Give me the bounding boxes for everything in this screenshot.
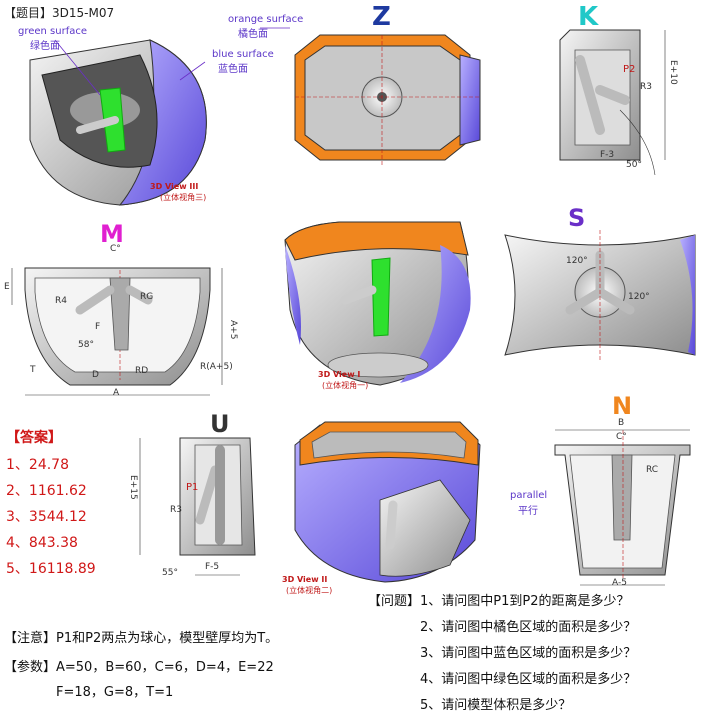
green-surface-label: green surface: [18, 26, 88, 37]
dim-deg50: 50°: [626, 160, 642, 170]
dim-rg: RG: [140, 292, 154, 302]
params-line2: F=18，G=8，T=1: [56, 685, 174, 700]
dim-t: T: [30, 365, 36, 375]
dim-f: F: [95, 322, 101, 332]
question-3: 3、请问图中蓝色区域的面积是多少？: [420, 646, 637, 661]
answer-1: 1、24.78: [6, 457, 69, 473]
p2-label: P2: [623, 64, 636, 75]
view2-drawing: [294, 421, 481, 583]
orange-surface-label-cn: 橘色面: [238, 29, 268, 40]
dim-deg120a: 120°: [566, 256, 588, 266]
dim-a5-n: A-5: [612, 578, 627, 588]
dim-rc: RC: [646, 465, 659, 475]
dim-e: E: [4, 282, 10, 292]
dim-ra5: R(A+5): [200, 362, 233, 372]
view1-drawing: [284, 221, 471, 386]
u-view-drawing: [139, 437, 256, 576]
m-view-title: M: [100, 220, 124, 248]
z-view-drawing: [294, 34, 481, 165]
dim-e10: E+10: [668, 60, 678, 85]
view1-label: 3D View I: [318, 370, 361, 379]
green-surface-label-cn: 绿色面: [30, 41, 60, 52]
view3-label-cn: (立体视角三): [160, 193, 207, 202]
dim-r4: R4: [55, 296, 67, 306]
dim-deg55: 55°: [162, 568, 178, 578]
question-2: 2、请问图中橘色区域的面积是多少？: [420, 620, 637, 635]
dim-r3-u: R3: [170, 505, 182, 515]
z-view-title: Z: [372, 2, 391, 32]
k-view-drawing: [559, 29, 666, 176]
dim-rd: RD: [135, 366, 149, 376]
dim-d: D: [92, 370, 99, 380]
view1-label-cn: (立体视角一): [322, 381, 369, 390]
dim-b: B: [618, 418, 625, 428]
dim-e15: E+15: [128, 475, 138, 500]
blue-surface-label-cn: 蓝色面: [218, 64, 248, 75]
view2-label: 3D View II: [282, 575, 328, 584]
question-4: 4、请问图中绿色区域的面积是多少？: [420, 672, 637, 687]
dim-c-m: C°: [110, 244, 121, 254]
blue-surface-label: blue surface: [212, 49, 274, 60]
dim-f5: F-5: [205, 562, 220, 572]
answer-4: 4、843.38: [6, 535, 78, 551]
question-5: 5、请问模型体积是多少？: [420, 698, 572, 713]
note-text: 【注意】P1和P2两点为球心，模型壁厚均为T。: [4, 631, 279, 646]
question-1: 1、请问图中P1到P2的距离是多少？: [420, 594, 630, 609]
view3-drawing: [29, 39, 207, 206]
dim-deg120b: 120°: [628, 292, 650, 302]
params-line1: 【参数】A=50，B=60，C=6，D=4，E=22: [4, 660, 274, 675]
n-view-title: N: [612, 392, 633, 420]
orange-surface-label: orange surface: [228, 14, 304, 25]
p1-label: P1: [186, 482, 199, 493]
parallel-label-cn: 平行: [518, 506, 538, 517]
dim-a: A: [113, 388, 120, 398]
dim-deg58: 58°: [78, 340, 94, 350]
k-view-title: K: [578, 2, 599, 32]
u-view-title: U: [210, 410, 230, 438]
s-view-title: S: [568, 204, 586, 232]
answer-5: 5、16118.89: [6, 561, 96, 577]
s-view-drawing: [504, 230, 696, 360]
dim-c-n: C°: [616, 432, 627, 442]
answers-title: 【答案】: [6, 430, 62, 446]
dim-a-plus5: A+5: [228, 320, 238, 340]
n-view-drawing: [554, 429, 691, 586]
problem-header: 【题目】3D15-M07: [4, 6, 115, 20]
dim-f3: F-3: [600, 150, 615, 160]
view3-label: 3D View III: [150, 182, 199, 191]
answer-3: 3、3544.12: [6, 509, 87, 525]
dim-r3-k: R3: [640, 82, 652, 92]
answer-2: 2、1161.62: [6, 483, 87, 499]
view2-label-cn: (立体视角二): [286, 586, 333, 595]
questions-title: 【问题】: [368, 594, 421, 609]
m-view-drawing: [11, 267, 223, 396]
parallel-label: parallel: [510, 490, 548, 501]
